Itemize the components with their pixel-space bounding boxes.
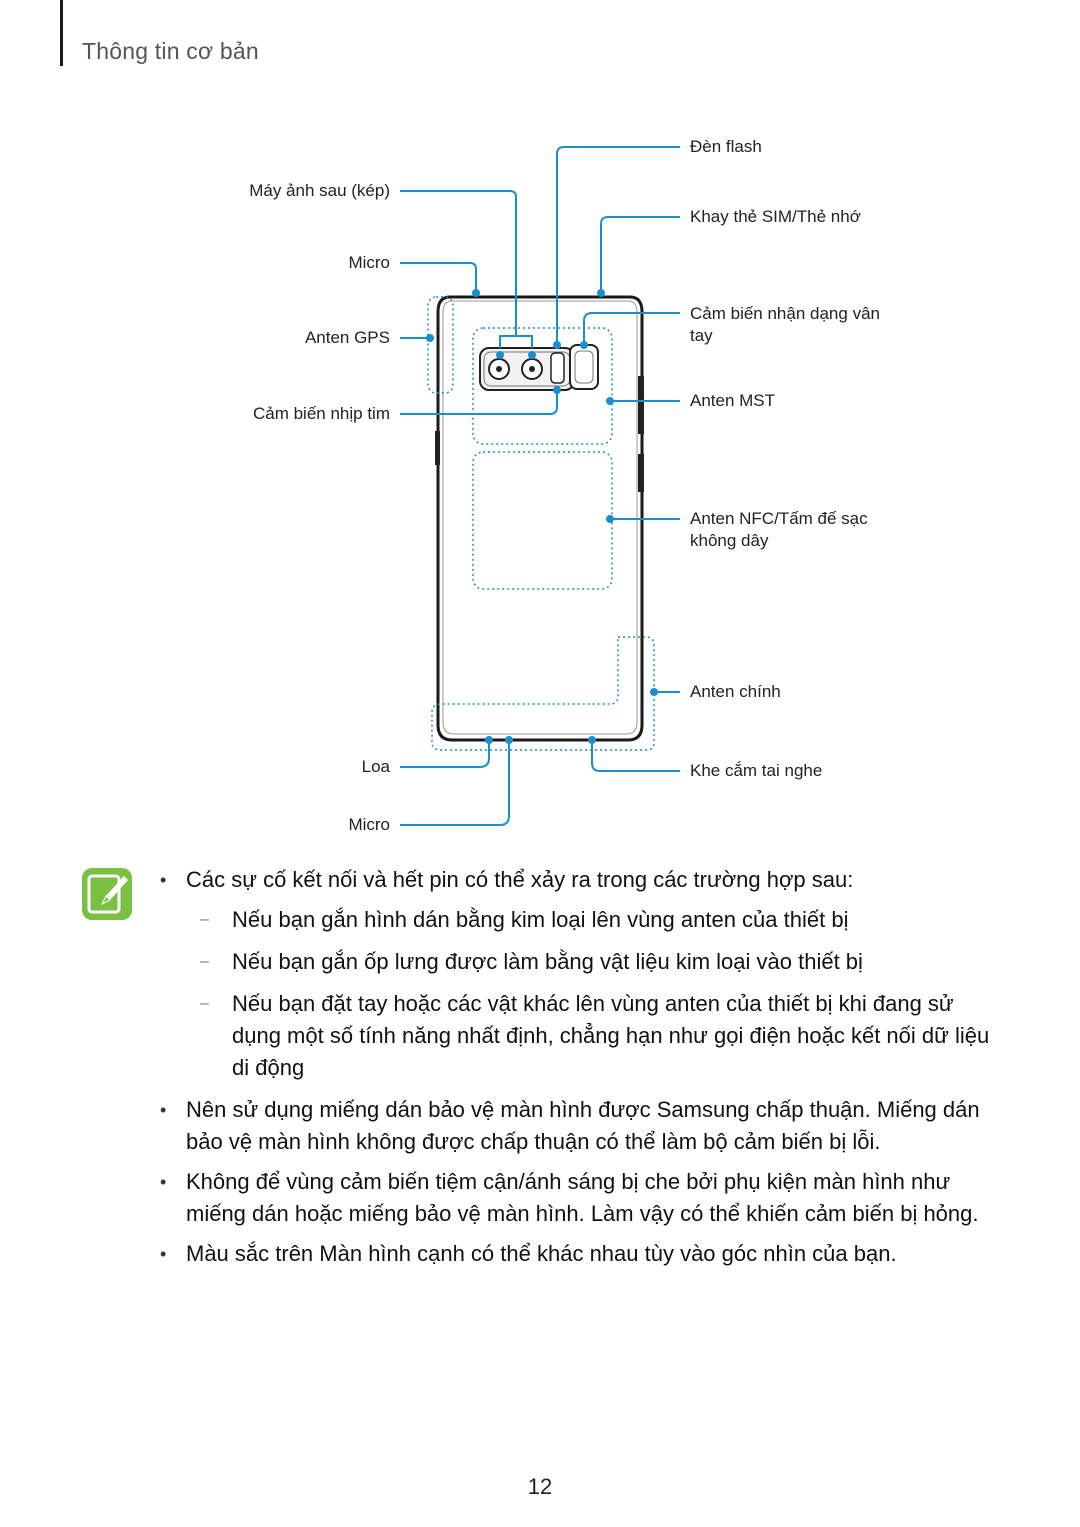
- label-mic-top: Micro: [348, 253, 390, 272]
- label-sim-tray: Khay thẻ SIM/Thẻ nhớ: [690, 207, 861, 226]
- notes-list: Các sự cố kết nối và hết pin có thể xảy …: [160, 864, 1000, 1278]
- section-title: Thông tin cơ bản: [82, 38, 259, 64]
- label-heart-rate-sensor: Cảm biến nhịp tim: [252, 404, 390, 423]
- antenna-regions: [427, 296, 655, 751]
- label-fingerprint-sensor: Cảm biến nhận dạng vân tay: [690, 303, 880, 347]
- label-rear-camera: Máy ảnh sau (kép): [249, 181, 390, 200]
- note-sub-metal-sticker: Nếu bạn gắn hình dán bằng kim loại lên v…: [160, 904, 1000, 936]
- label-mst-antenna: Anten MST: [690, 391, 776, 410]
- label-gps-antenna: Anten GPS: [304, 328, 390, 347]
- camera-module: [479, 344, 599, 391]
- note-bullet-proximity-sensor: Không để vùng cảm biến tiệm cận/ánh sáng…: [160, 1166, 1000, 1230]
- phone-body: [435, 295, 644, 742]
- label-nfc-line2: không dây: [690, 531, 769, 550]
- note-bullet-edge-color: Màu sắc trên Màn hình cạnh có thể khác n…: [160, 1238, 1000, 1270]
- label-mic-bottom: Micro: [348, 815, 390, 834]
- device-rear-diagram: Máy ảnh sau (kép) Micro Anten GPS Cảm bi…: [0, 100, 1080, 860]
- label-flash: Đèn flash: [690, 137, 762, 156]
- header-rule: [60, 0, 63, 66]
- label-nfc-antenna: Anten NFC/Tấm đế sạc không dây: [690, 508, 868, 552]
- label-earphone-jack: Khe cắm tai nghe: [690, 761, 823, 780]
- note-pencil-icon: [80, 866, 134, 922]
- label-speaker: Loa: [361, 757, 390, 776]
- label-nfc-line1: Anten NFC/Tấm đế sạc: [690, 509, 868, 528]
- note-bullet-screen-protector: Nên sử dụng miếng dán bảo vệ màn hình đư…: [160, 1094, 1000, 1158]
- note-sub-metal-case: Nếu bạn gắn ốp lưng được làm bằng vật li…: [160, 946, 1000, 978]
- label-main-antenna: Anten chính: [690, 682, 781, 701]
- label-fingerprint-line1: Cảm biến nhận dạng vân: [690, 304, 880, 323]
- note-sub-hand-cover: Nếu bạn đặt tay hoặc các vật khác lên vù…: [160, 988, 1000, 1084]
- label-fingerprint-line2: tay: [690, 326, 713, 345]
- leader-lines: [400, 146, 680, 826]
- leader-dots: [426, 289, 658, 744]
- page-number: 12: [527, 1474, 553, 1499]
- phone-illustration: [400, 146, 680, 826]
- note-bullet-connection: Các sự cố kết nối và hết pin có thể xảy …: [160, 864, 1000, 896]
